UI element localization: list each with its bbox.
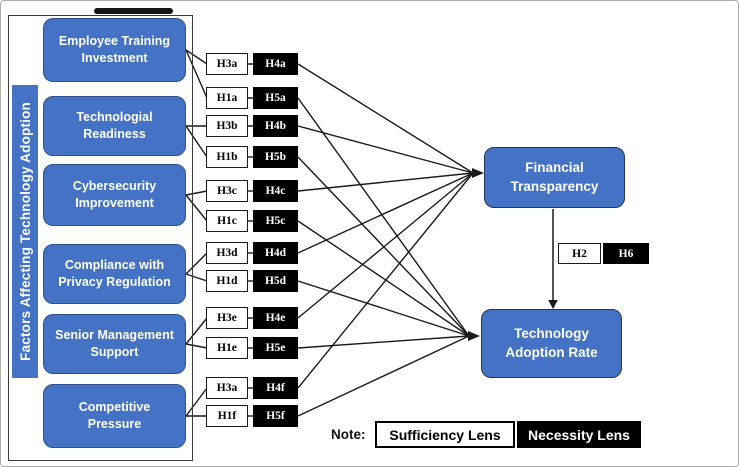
sufficiency-hypothesis-box: H3e xyxy=(206,307,248,329)
necessity-hypothesis-box: H4d xyxy=(253,242,298,264)
factor-cybersecurity-improvement: Cybersecurity Improvement xyxy=(43,164,186,226)
necessity-hypothesis-box: H5f xyxy=(253,405,298,427)
legend-sufficiency-lens: Sufficiency Lens xyxy=(375,421,515,448)
sufficiency-hypothesis-box: H1d xyxy=(206,270,248,292)
factors-axis-strip: Factors Affecting Technology Adoption xyxy=(12,85,38,378)
sufficiency-hypothesis-box: H3c xyxy=(206,180,248,202)
necessity-hypothesis-box: H4e xyxy=(253,307,298,329)
sufficiency-hypothesis-box: H1a xyxy=(206,87,248,109)
factors-frame xyxy=(8,15,193,461)
legend-necessity-lens: Necessity Lens xyxy=(517,421,641,448)
sufficiency-hypothesis-box: H1b xyxy=(206,146,248,168)
sufficiency-hypothesis-box: H3b xyxy=(206,115,248,137)
hypothesis-row-b2: H1b H5b xyxy=(206,146,298,168)
necessity-hypothesis-box: H5a xyxy=(253,87,298,109)
hypothesis-row-e1: H3e H4e xyxy=(206,307,298,329)
hypothesis-row-a2: H1a H5a xyxy=(206,87,298,109)
necessity-hypothesis-box: H5c xyxy=(253,210,298,232)
necessity-hypothesis-box: H4b xyxy=(253,115,298,137)
hypothesis-row-e2: H1e H5e xyxy=(206,337,298,359)
note-label: Note: xyxy=(331,427,366,442)
necessity-hypothesis-box: H4c xyxy=(253,180,298,202)
factors-axis-label: Factors Affecting Technology Adoption xyxy=(17,102,33,361)
factor-compliance-privacy-regulation: Compliance with Privacy Regulation xyxy=(43,244,186,304)
necessity-hypothesis-box: H5b xyxy=(253,146,298,168)
hypothesis-row-f2: H1f H5f xyxy=(206,405,298,427)
factor-competitive-pressure: Competitive Pressure xyxy=(43,384,186,448)
sufficiency-hypothesis-box: H3a xyxy=(206,377,248,399)
necessity-hypothesis-box: H5d xyxy=(253,270,298,292)
necessity-hypothesis-box: H4a xyxy=(253,53,298,75)
factor-technological-readiness: Technologial Readiness xyxy=(43,96,186,156)
hypothesis-row-f1: H3a H4f xyxy=(206,377,298,399)
top-crop-artifact-bar xyxy=(94,8,173,14)
hypothesis-row-b1: H3b H4b xyxy=(206,115,298,137)
hypothesis-row-a1: H3a H4a xyxy=(206,53,298,75)
hypothesis-row-c1: H3c H4c xyxy=(206,180,298,202)
sufficiency-hypothesis-box: H1e xyxy=(206,337,248,359)
node-financial-transparency: Financial Transparency xyxy=(484,147,625,208)
factor-employee-training-investment: Employee Training Investment xyxy=(43,18,186,82)
factor-senior-management-support: Senior Management Support xyxy=(43,314,186,374)
sufficiency-hypothesis-box: H1c xyxy=(206,210,248,232)
necessity-hypothesis-box: H4f xyxy=(253,377,298,399)
sufficiency-hypothesis-box: H3d xyxy=(206,242,248,264)
necessity-hypothesis-box: H6 xyxy=(603,243,649,264)
hypothesis-row-d1: H3d H4d xyxy=(206,242,298,264)
hypothesis-row-d2: H1d H5d xyxy=(206,270,298,292)
sufficiency-hypothesis-box: H1f xyxy=(206,405,248,427)
node-technology-adoption-rate: Technology Adoption Rate xyxy=(481,309,622,378)
sufficiency-hypothesis-box: H3a xyxy=(206,53,248,75)
sufficiency-hypothesis-box: H2 xyxy=(558,243,601,264)
necessity-hypothesis-box: H5e xyxy=(253,337,298,359)
hypothesis-row-c2: H1c H5c xyxy=(206,210,298,232)
